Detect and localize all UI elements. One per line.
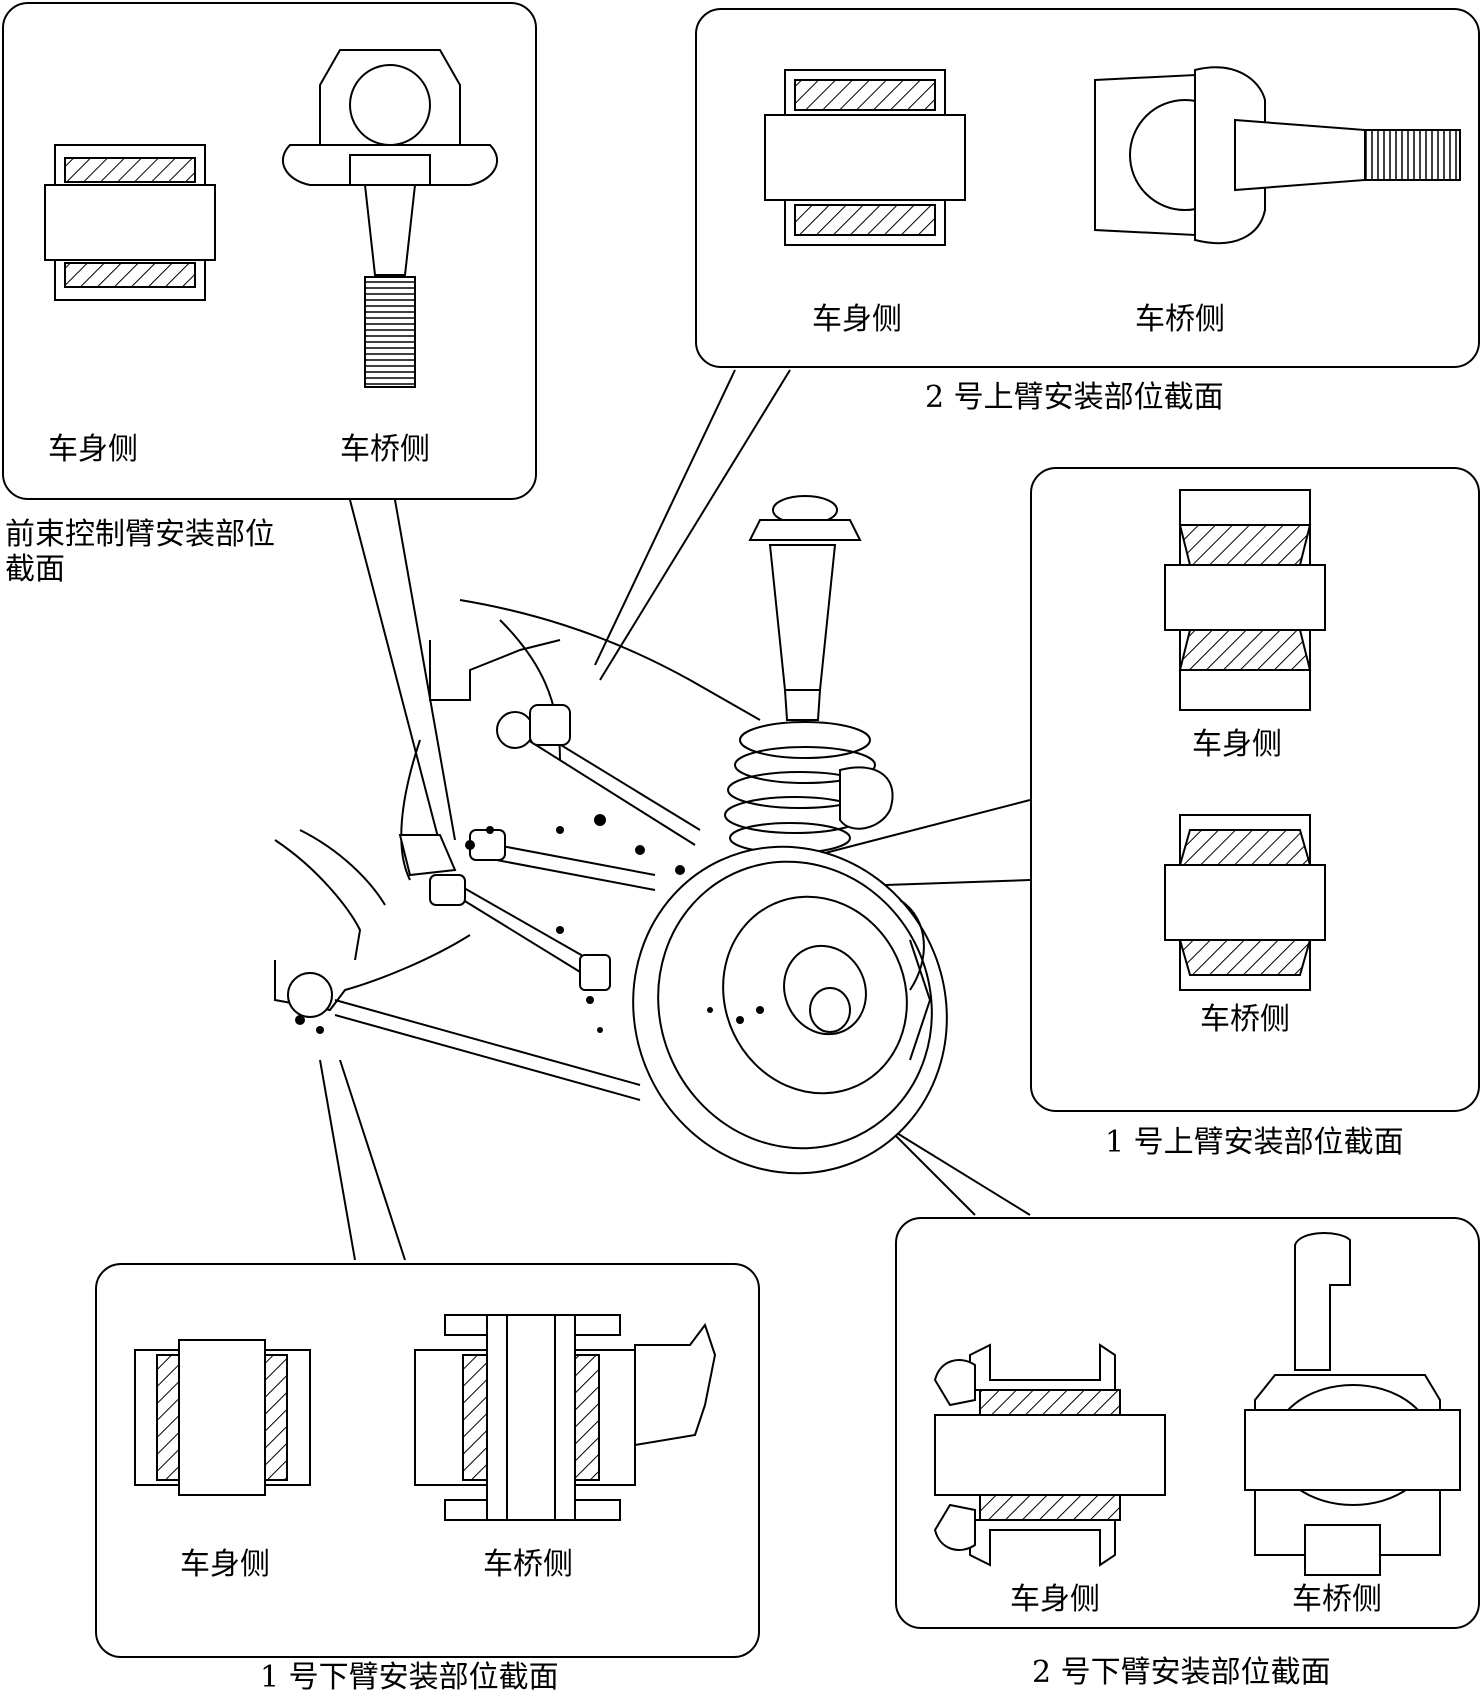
upper-arm-1-caption: 1 号上臂安装部位截面 (1105, 1125, 1404, 1160)
upper-arm-1-body-side-label: 车身侧 (1192, 727, 1282, 762)
upper-arm-1-axle-side-label: 车桥侧 (1200, 1002, 1290, 1037)
toe-control-body-side-bushing (44, 144, 216, 301)
lower-arm-2-axle-side-balljoint (1244, 1232, 1461, 1576)
upper-arm-2-body-side-label: 车身侧 (812, 302, 902, 337)
lower-arm-1-caption: 1 号下臂安装部位截面 (260, 1660, 559, 1695)
toe-control-caption-line2: 截面 (5, 552, 65, 587)
upper-arm-1-body-side-bushing (1164, 489, 1326, 711)
strut-spring (724, 495, 894, 854)
lower-arm-2-body-side-label: 车身侧 (1010, 1582, 1100, 1617)
lower-arm-1-body-side-bushing (134, 1339, 311, 1496)
toe-control-body-side-label: 车身侧 (48, 432, 138, 467)
lower-arm-2-axle-side-label: 车桥侧 (1292, 1582, 1382, 1617)
lower-arm-1-axle-side-label: 车桥侧 (483, 1547, 573, 1582)
toe-control-axle-side-balljoint (281, 49, 499, 388)
upper-arm-2-axle-side-label: 车桥侧 (1135, 302, 1225, 337)
upper-arm-2-axle-side-balljoint (1094, 66, 1461, 245)
bushing-clusters (295, 814, 764, 1034)
toe-control-axle-side-label: 车桥侧 (340, 432, 430, 467)
wheel-hub (632, 845, 948, 1175)
control-arms (287, 704, 701, 1101)
upper-arm-2-body-side-bushing (764, 69, 966, 246)
upper-arm-1-axle-side-bushing (1164, 814, 1326, 991)
toe-control-caption-line1: 前束控制臂安装部位 (5, 517, 275, 552)
lower-arm-1-axle-side-bushing (414, 1314, 717, 1521)
lower-arm-2-caption: 2 号下臂安装部位截面 (1032, 1655, 1331, 1690)
upper-arm-2-caption: 2 号上臂安装部位截面 (925, 380, 1224, 415)
lower-arm-1-body-side-label: 车身侧 (180, 1547, 270, 1582)
lower-arm-2-body-side-bushing (933, 1343, 1166, 1567)
